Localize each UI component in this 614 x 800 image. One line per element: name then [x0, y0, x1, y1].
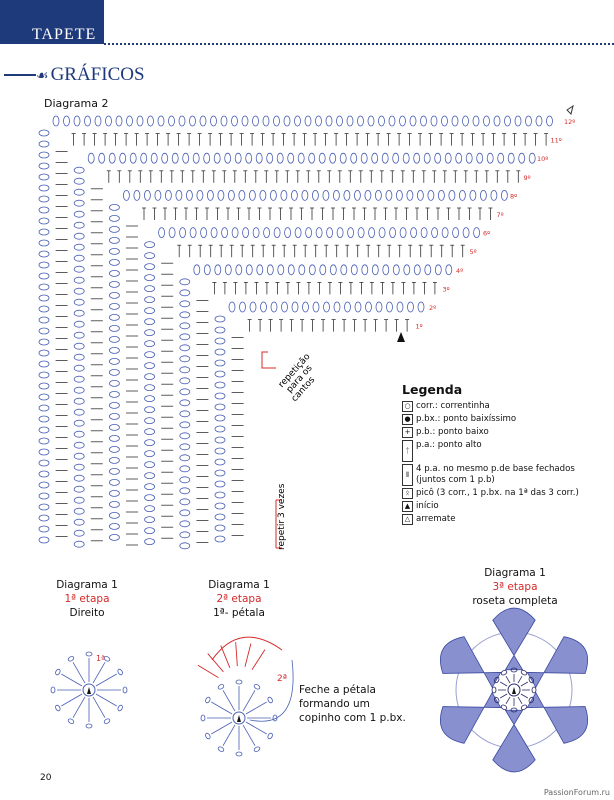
diagram1-stage1-sub: Direito [69, 607, 105, 619]
rosette-petal [492, 709, 536, 773]
rosette-petal [439, 691, 502, 744]
diagram1-stage3-caption: Diagrama 1 3ª etapa roseta completa [460, 566, 570, 608]
section-tab-label: TAPETE [32, 26, 97, 43]
double-crochet-icon: ᛏ [402, 440, 413, 462]
chart-row [38, 115, 553, 544]
rosette-petal [526, 636, 589, 689]
round-label: 2º [429, 304, 436, 312]
chart-row [55, 133, 549, 537]
diagram2-triangle-chart [38, 104, 574, 550]
legend-item: ▲início [402, 501, 586, 512]
legend-item: ●p.bx.: ponto baixíssimo [402, 414, 586, 425]
diagram1-stage1-caption: Diagrama 1 1ª etapa Direito [44, 578, 130, 620]
page-number: 20 [40, 773, 52, 783]
watermark: PassionForum.ru [543, 788, 610, 797]
ornament-icon: ☙ [36, 69, 49, 84]
round-label: 4º [456, 267, 463, 275]
chart-row [214, 301, 425, 543]
chart-row [90, 170, 521, 542]
petal-note: Feche a pétala formando um copinho com 1… [299, 684, 406, 724]
chart-row [144, 227, 481, 545]
diagram1-stage3-rosette [439, 607, 589, 773]
diagram1-stage2-caption: Diagrama 1 2ª etapa 1ª- pétala [196, 578, 282, 620]
diagram1-stage2-label: 2ª etapa [216, 593, 262, 605]
corner-note: repetição para os cantos [261, 351, 317, 404]
diagram1-stage2-title: Diagrama 1 [208, 579, 270, 591]
cluster-icon: ⦀ [402, 464, 413, 486]
rosette-petal [492, 607, 536, 671]
diagram1-stage3-title: Diagrama 1 [484, 567, 546, 579]
finish-arrow-icon [566, 104, 574, 115]
section-title-text: GRÁFICOS [50, 64, 145, 85]
diagram1-stage3-label: 3ª etapa [492, 581, 538, 593]
slip-stitch-icon: ● [402, 414, 413, 425]
diagram1-stage2-sub: 1ª- pétala [213, 607, 265, 619]
round-label: 10º [537, 155, 548, 163]
title-rule [4, 74, 36, 76]
section-tab: TAPETE [0, 0, 104, 44]
legend-item: △arremate [402, 514, 586, 525]
diagram1-stage1-chart [50, 651, 128, 729]
round-label: 1º [416, 323, 423, 331]
chart-row [109, 189, 508, 541]
picot-icon: ᛟ [402, 488, 413, 499]
finish-icon: △ [402, 514, 413, 525]
section-title: ☙GRÁFICOS [36, 64, 145, 86]
diagram1-stage1-title: Diagrama 1 [56, 579, 118, 591]
rosette-petal [526, 691, 589, 744]
side-note: repetir 3 vezes [275, 483, 287, 550]
legend: Legenda ○corr.: correntinha ●p.bx.: pont… [402, 382, 586, 527]
stage2-round-label: 2ª [277, 674, 287, 684]
round-label: 8º [510, 192, 517, 200]
diagram2-round-labels: 1º 2º 3º 4º 5º 6º 7º 8º 9º 10º 11º 12º [416, 118, 576, 331]
round-label: 12º [564, 118, 575, 126]
chart-row [179, 264, 453, 550]
round-label: 5º [470, 248, 477, 256]
legend-item: ○corr.: correntinha [402, 401, 586, 412]
rosette-petal [439, 636, 502, 689]
chart-row [231, 319, 410, 536]
chart-row [161, 244, 465, 539]
diagram2-title: Diagrama 2 [44, 97, 109, 110]
start-arrow-icon [397, 332, 405, 342]
legend-item: +p.b.: ponto baixo [402, 427, 586, 438]
single-crochet-icon: + [402, 427, 413, 438]
stage1-round-label: 1ª [96, 654, 105, 663]
diagram1-stage3-sub: roseta completa [472, 595, 558, 607]
diagram1-stage2-chart [197, 636, 294, 757]
round-label: 11º [551, 137, 562, 145]
red-petal [197, 636, 283, 679]
round-label: 7º [497, 211, 504, 219]
round-label: 6º [483, 230, 490, 238]
legend-item: ⦀4 p.a. no mesmo p.de base fechados (jun… [402, 464, 586, 486]
legend-title: Legenda [402, 382, 463, 397]
side-note-line1: repetir [277, 520, 287, 550]
chart-row [196, 281, 437, 543]
chart-row [73, 152, 536, 548]
side-note-line2: 3 vezes [277, 483, 287, 518]
start-icon: ▲ [402, 501, 413, 512]
chart-row [126, 207, 493, 546]
header-dotted-rule [104, 43, 614, 45]
diagram1-stage1-label: 1ª etapa [64, 593, 110, 605]
chain-icon: ○ [402, 401, 413, 412]
round-label: 3º [443, 285, 450, 293]
round-label: 9º [524, 174, 531, 182]
